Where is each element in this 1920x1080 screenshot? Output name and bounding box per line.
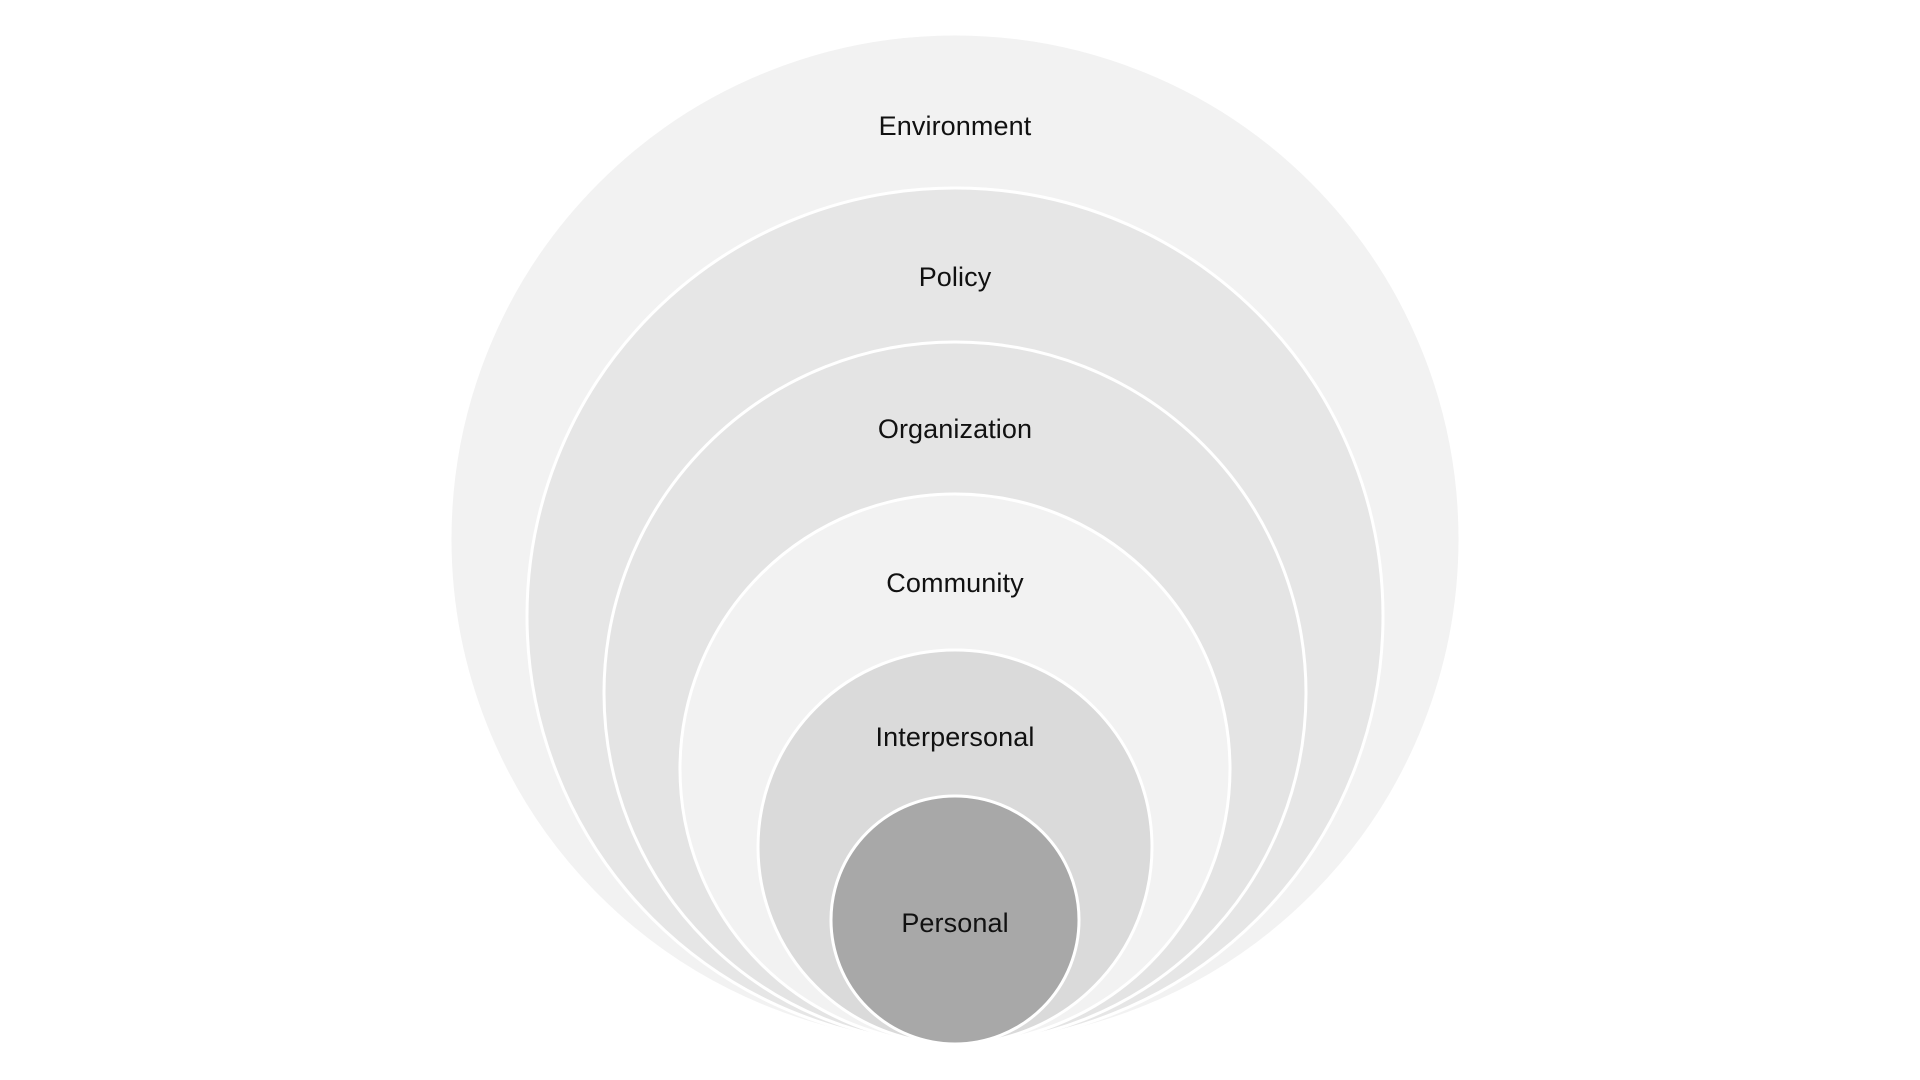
- ring-label-organization: Organization: [878, 414, 1032, 444]
- label-layer: Environment Policy Organization Communit…: [876, 111, 1035, 938]
- ring-label-interpersonal: Interpersonal: [876, 722, 1035, 752]
- circle-layer: [448, 32, 1462, 1046]
- ring-circle-personal[interactable]: [829, 794, 1081, 1046]
- ring-label-personal: Personal: [901, 908, 1008, 938]
- ring-label-environment: Environment: [879, 111, 1032, 141]
- ring-label-community: Community: [886, 568, 1024, 598]
- ring-label-policy: Policy: [919, 262, 992, 292]
